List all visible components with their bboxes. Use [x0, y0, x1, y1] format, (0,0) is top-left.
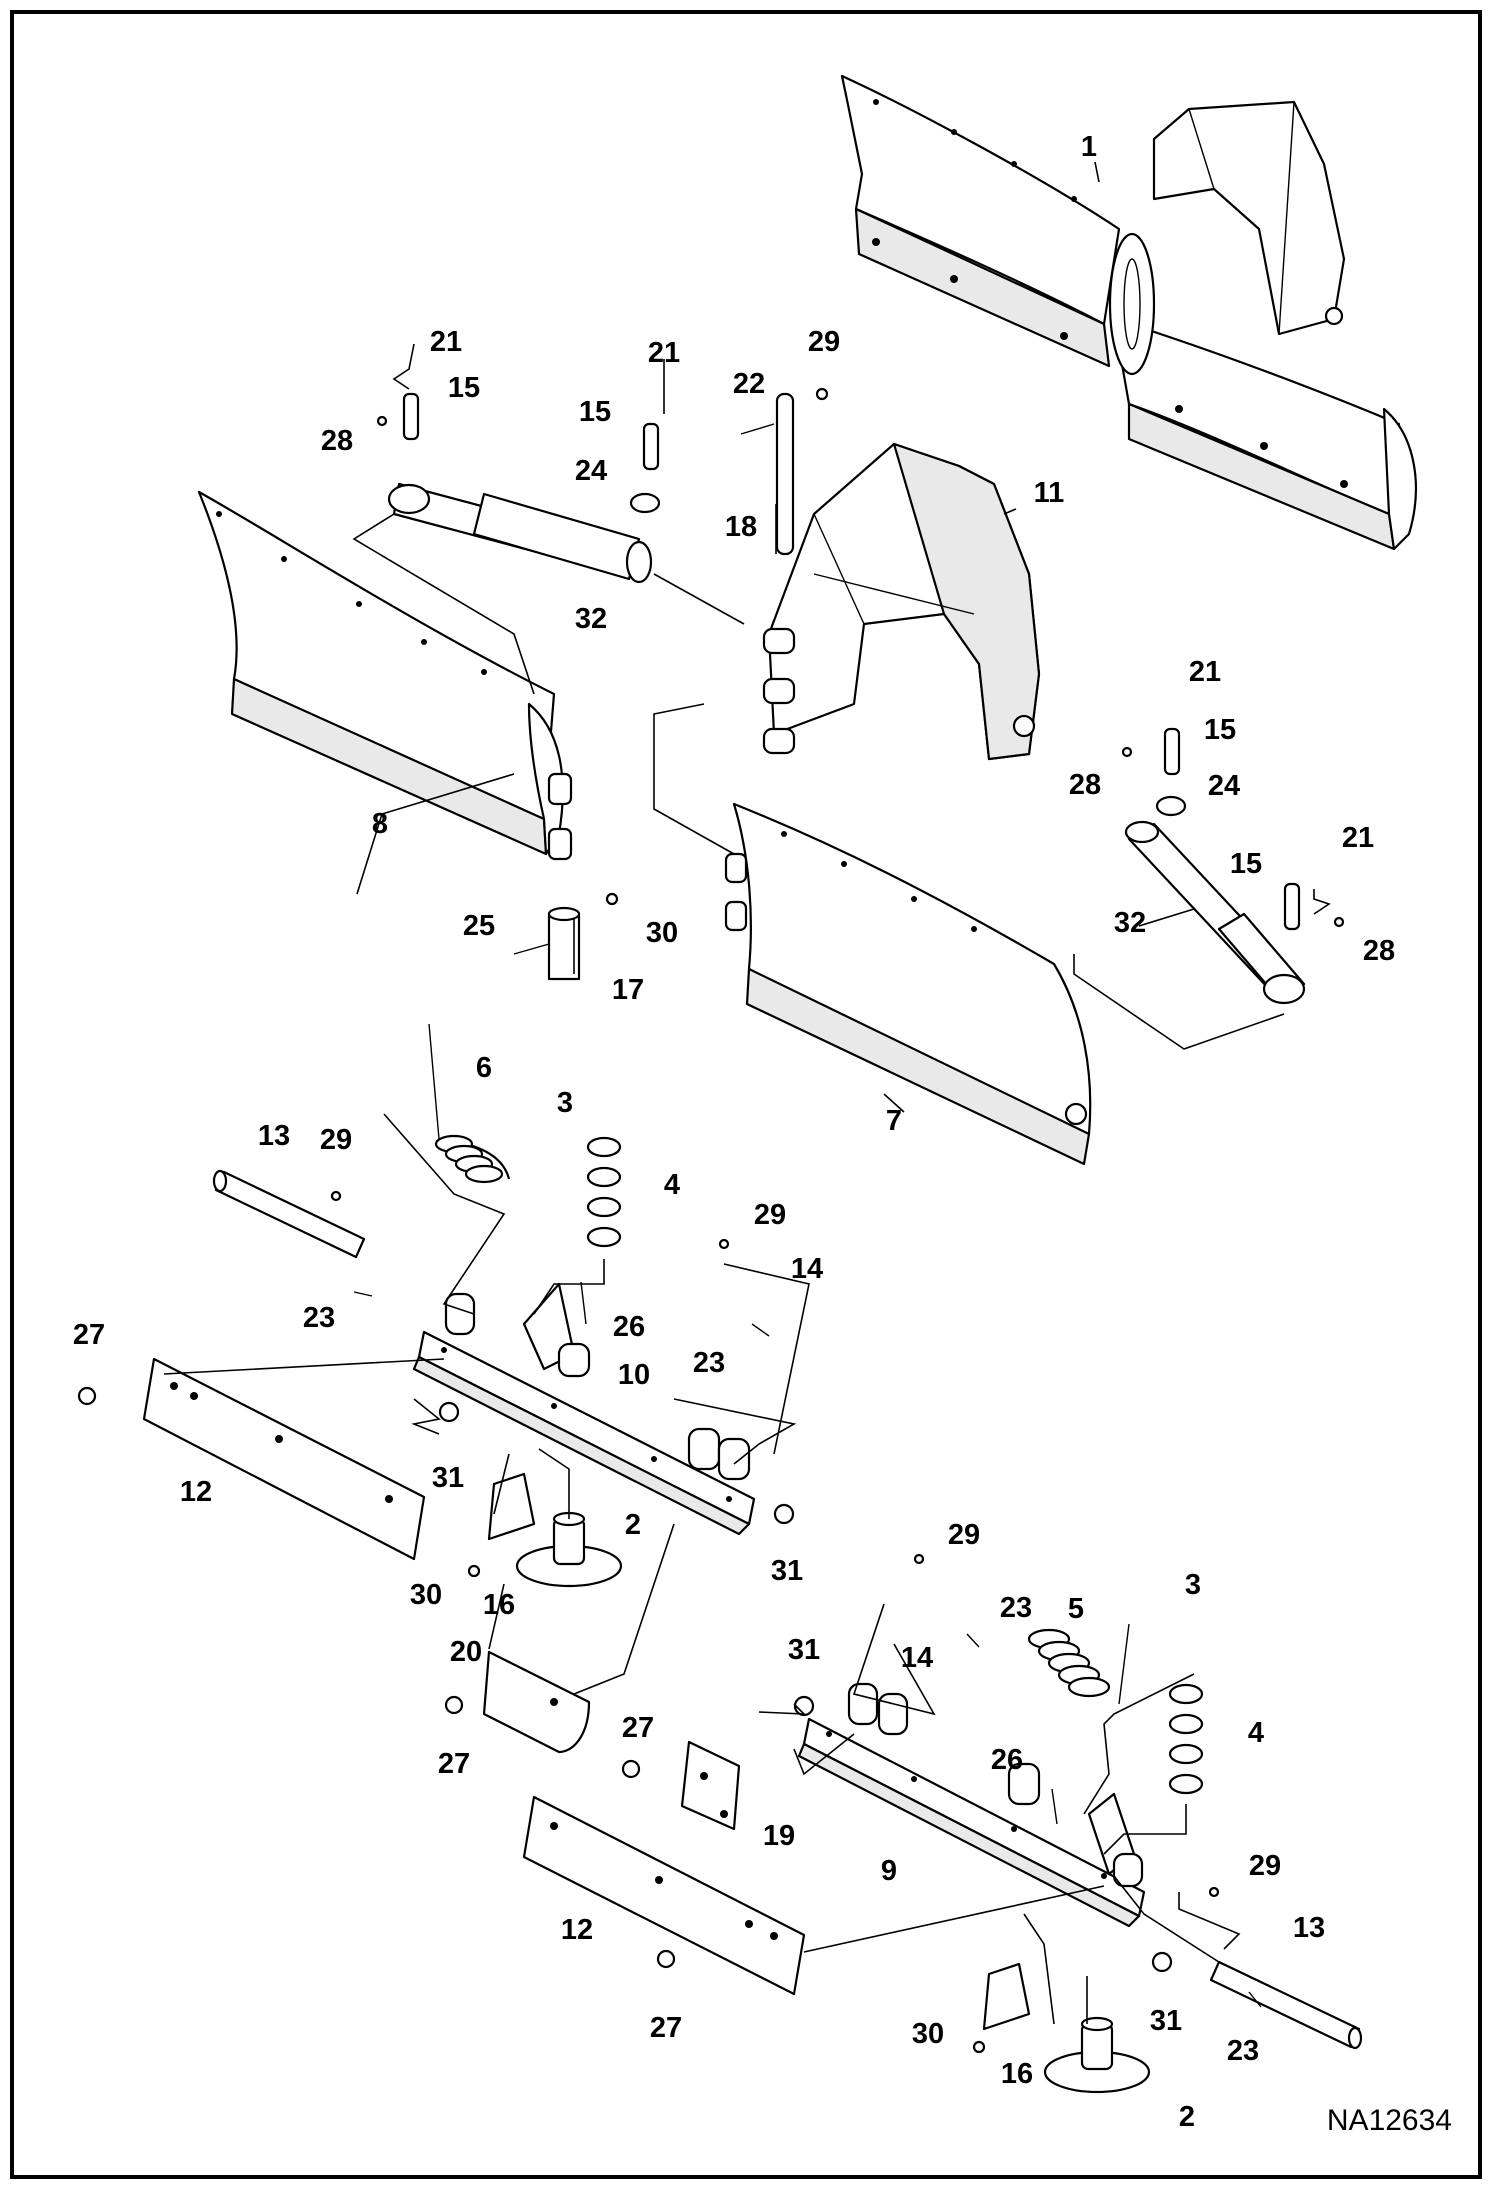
callout-24: 24 [1208, 770, 1240, 802]
diagram-frame: 1 21 15 28 21 15 24 22 29 18 11 32 8 21 … [10, 10, 1482, 2179]
part-rod-13-upper [212, 1169, 366, 1259]
callout-31: 31 [432, 1462, 464, 1494]
callout-14: 14 [791, 1253, 823, 1285]
callout-27: 27 [73, 1319, 105, 1351]
drawing-reference-number: NA12634 [1327, 2104, 1452, 2137]
part-right-moldboard [724, 802, 1092, 1166]
callout-12: 12 [180, 1476, 212, 1508]
callout-28: 28 [1363, 935, 1395, 967]
part-blade-assembly [840, 74, 1417, 551]
callout-4: 4 [1248, 1717, 1264, 1749]
callout-2: 2 [625, 1509, 641, 1541]
part-mount-frame [762, 442, 1041, 761]
callout-21: 21 [1189, 656, 1221, 688]
callout-29: 29 [1249, 1850, 1281, 1882]
callout-29: 29 [948, 1519, 980, 1551]
part-cutting-edge-12-upper [142, 1357, 426, 1561]
part-pins-15 [402, 392, 1301, 931]
callout-10: 10 [618, 1359, 650, 1391]
callout-13: 13 [258, 1120, 290, 1152]
callout-12: 12 [561, 1914, 593, 1946]
callout-28: 28 [321, 425, 353, 457]
part-hydraulic-cylinder-right [1124, 820, 1306, 1005]
callout-13: 13 [1293, 1912, 1325, 1944]
callout-4: 4 [664, 1169, 680, 1201]
callout-16: 16 [483, 1589, 515, 1621]
callout-30: 30 [410, 1579, 442, 1611]
part-pin-17 [547, 906, 581, 981]
part-cutting-edge-12-lower [522, 1795, 806, 1996]
callout-1: 1 [1081, 131, 1097, 163]
part-fasteners [77, 387, 1345, 2054]
callout-16: 16 [1001, 2058, 1033, 2090]
callout-15: 15 [1230, 848, 1262, 880]
callout-23: 23 [1227, 2035, 1259, 2067]
part-skid-shoe-2-lower [1043, 2016, 1151, 2094]
callout-17: 17 [612, 974, 644, 1006]
callout-27: 27 [622, 1712, 654, 1744]
part-skid-shoe-2-upper [515, 1511, 623, 1588]
part-hydraulic-cylinder-left [387, 482, 653, 584]
callout-21: 21 [648, 337, 680, 369]
callout-5: 5 [1068, 1593, 1084, 1625]
callout-labels: 1 21 15 28 21 15 24 22 29 18 11 32 8 21 … [73, 131, 1395, 2133]
callout-21: 21 [1342, 822, 1374, 854]
callout-32: 32 [1114, 907, 1146, 939]
callout-15: 15 [1204, 714, 1236, 746]
part-plate-20 [482, 1650, 591, 1754]
callout-2: 2 [1179, 2101, 1195, 2133]
callout-3: 3 [1185, 1569, 1201, 1601]
callout-23: 23 [1000, 1592, 1032, 1624]
callout-30: 30 [646, 917, 678, 949]
callout-29: 29 [320, 1124, 352, 1156]
callout-23: 23 [693, 1347, 725, 1379]
callout-22: 22 [733, 368, 765, 400]
part-washer-stack-upper [586, 1136, 622, 1248]
part-pivot-pin-18 [775, 392, 795, 556]
part-left-moldboard [197, 490, 573, 861]
part-washers-24 [629, 492, 1187, 817]
callout-27: 27 [438, 1748, 470, 1780]
callout-23: 23 [303, 1302, 335, 1334]
callout-25: 25 [463, 910, 495, 942]
callout-29: 29 [754, 1199, 786, 1231]
part-bracket-16-lower [982, 1962, 1031, 2031]
part-plate-19 [680, 1740, 741, 1831]
callout-28: 28 [1069, 769, 1101, 801]
callout-8: 8 [372, 808, 388, 840]
callout-21: 21 [430, 326, 462, 358]
callout-7: 7 [886, 1105, 902, 1137]
part-hinge-frame-9 [797, 1682, 1146, 1928]
exploded-parts-drawing: 1 21 15 28 21 15 24 22 29 18 11 32 8 21 … [73, 74, 1452, 2137]
part-hinge-frame-10 [412, 1282, 756, 1536]
callout-27: 27 [650, 2012, 682, 2044]
callout-15: 15 [579, 396, 611, 428]
callout-31: 31 [1150, 2005, 1182, 2037]
callout-3: 3 [557, 1087, 573, 1119]
part-spring-6 [428, 1023, 511, 1184]
callout-19: 19 [763, 1820, 795, 1852]
part-washer-stack-lower [1168, 1683, 1204, 1795]
callout-6: 6 [476, 1052, 492, 1084]
callout-11: 11 [1034, 477, 1065, 509]
callout-26: 26 [991, 1744, 1023, 1776]
part-spring-5 [1027, 1623, 1130, 1705]
callout-29: 29 [808, 326, 840, 358]
callout-18: 18 [725, 511, 757, 543]
callout-31: 31 [788, 1634, 820, 1666]
callout-24: 24 [575, 455, 607, 487]
callout-31: 31 [771, 1555, 803, 1587]
callout-20: 20 [450, 1636, 482, 1668]
callout-9: 9 [881, 1855, 897, 1887]
callout-26: 26 [613, 1311, 645, 1343]
callout-14: 14 [901, 1642, 933, 1674]
leader-lines [163, 161, 1331, 2025]
callout-32: 32 [575, 603, 607, 635]
callout-15: 15 [448, 372, 480, 404]
part-rod-13-lower [1209, 1960, 1363, 2050]
callout-30: 30 [912, 2018, 944, 2050]
